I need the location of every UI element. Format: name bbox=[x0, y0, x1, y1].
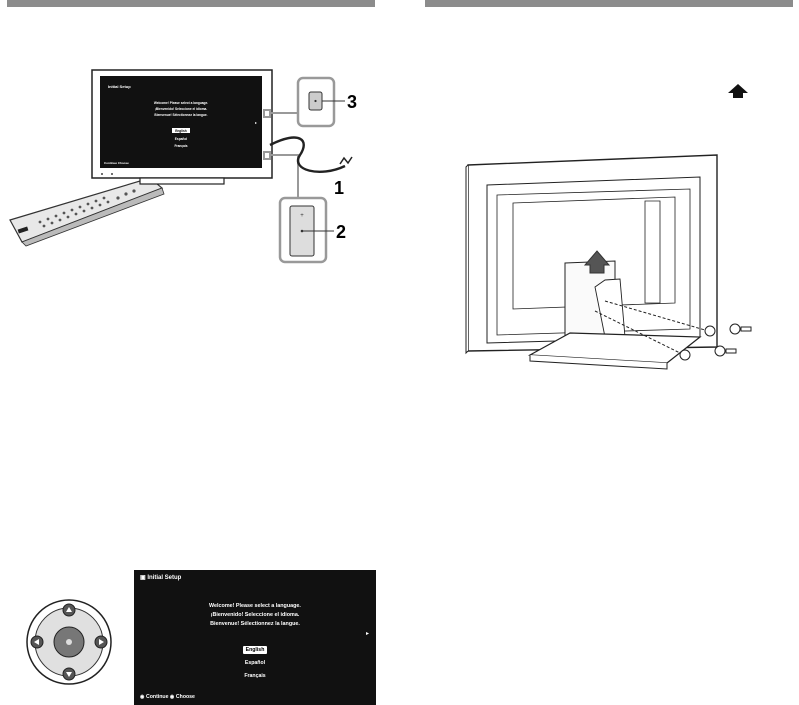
scroll-arrow-icon: ▸ bbox=[366, 631, 370, 637]
tv-small-welcome-1: Welcome! Please select a language. bbox=[154, 101, 208, 105]
language-option-espanol[interactable]: Español bbox=[244, 660, 266, 666]
tv-small-lang-2: Français bbox=[174, 144, 187, 148]
language-option-francais[interactable]: Français bbox=[244, 673, 266, 679]
welcome-line-2: ¡Bienvenido! Seleccione el idioma. bbox=[210, 612, 300, 618]
callout-3: 3 bbox=[347, 92, 357, 112]
screw-icon bbox=[594, 300, 752, 361]
tv-rear-stand-figure bbox=[465, 84, 752, 370]
top-rule-right bbox=[425, 0, 793, 7]
tv-small-welcome-3: Bienvenue! Sélectionnez la langue. bbox=[154, 113, 207, 117]
setup-footer: ◉ Continue ◉ Choose bbox=[140, 694, 195, 700]
language-option-english[interactable]: English bbox=[243, 646, 267, 654]
dpad-small-icon: ◉ bbox=[169, 694, 175, 700]
welcome-line-1: Welcome! Please select a language. bbox=[209, 603, 301, 609]
up-arrow-icon bbox=[728, 84, 748, 98]
power-plus-mark: + bbox=[300, 213, 304, 219]
dpad-icon bbox=[26, 599, 112, 685]
callout-1: 1 bbox=[334, 178, 344, 198]
tv-small-arrow: ▸ bbox=[255, 120, 257, 125]
power-cord-icon bbox=[269, 136, 346, 174]
setup-icon: ▣ bbox=[140, 575, 148, 581]
tv-small-footer: Continue Choose bbox=[104, 161, 129, 165]
tv-small-lang-1: Español bbox=[175, 137, 188, 141]
tv-small-lang-0: English bbox=[175, 129, 187, 133]
enter-button-icon: ◉ bbox=[140, 694, 145, 700]
tv-small-welcome-2: ¡Bienvenido! Seleccione el idioma. bbox=[155, 107, 208, 111]
top-rule-left bbox=[7, 0, 375, 7]
setup-title: ▣ Initial Setup bbox=[140, 575, 182, 581]
tv-small-title: Initial Setup bbox=[108, 84, 131, 89]
tv-connection-figure: Initial Setup Welcome! Please select a l… bbox=[9, 69, 357, 264]
initial-setup-screen: ▣ Initial Setup Welcome! Please select a… bbox=[134, 570, 376, 705]
welcome-line-3: Bienvenue! Sélectionnez la langue. bbox=[210, 621, 300, 627]
remote-control bbox=[9, 177, 165, 247]
tv-front bbox=[91, 69, 273, 185]
callout-2: 2 bbox=[336, 222, 346, 242]
